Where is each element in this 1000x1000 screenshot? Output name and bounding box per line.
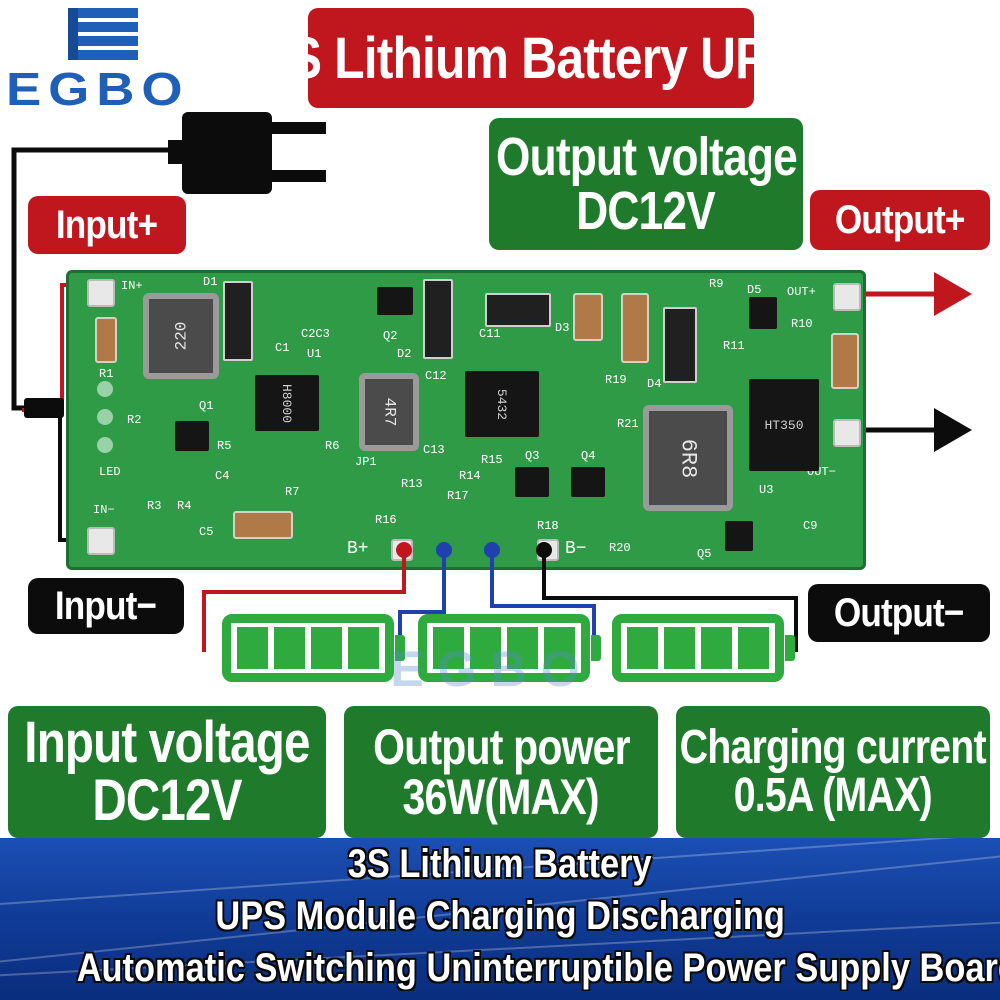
diode-c11 (485, 293, 551, 327)
egbo-logo-mark-icon (68, 8, 138, 60)
capacitor-c0 (95, 317, 117, 363)
spec-charging-current: Charging current 0.5A (MAX) (676, 706, 990, 838)
diode-d4 (663, 307, 697, 383)
transistor-q4 (571, 467, 605, 497)
capacitor-c10 (831, 333, 859, 389)
led-pin (97, 381, 113, 397)
silk-b-plus: B+ (347, 539, 369, 559)
footer-line-2: UPS Module Charging Discharging (215, 894, 785, 938)
silk-in-minus: IN− (93, 503, 115, 517)
diode-d1 (223, 281, 253, 361)
watermark: EGBO (390, 641, 594, 697)
battery-1-icon (222, 614, 405, 682)
pad-out-plus (833, 283, 861, 311)
transistor-q2 (377, 287, 413, 315)
inductor-220: 220 (143, 293, 219, 379)
pad-in-plus (87, 279, 115, 307)
transistor-q3 (515, 467, 549, 497)
silk-led: LED (99, 465, 121, 479)
label-input-minus: Input− (28, 578, 184, 634)
capacitor (621, 293, 649, 363)
spec-input-voltage: Input voltage DC12V (8, 706, 326, 838)
silk-out-plus: OUT+ (787, 285, 816, 299)
capacitor-c5 (233, 511, 293, 539)
inductor-6r8: 6R8 (643, 405, 733, 511)
silk-b-minus: B− (565, 539, 587, 559)
transistor-d5 (749, 297, 777, 329)
label-input-plus: Input+ (28, 196, 186, 254)
transistor-q5 (725, 521, 753, 551)
pad-out-minus (833, 419, 861, 447)
battery-3-icon (612, 614, 795, 682)
spec-output-voltage: Output voltage DC12V (489, 118, 803, 250)
chip-h8000: H8000 (255, 375, 319, 431)
pad-in-minus (87, 527, 115, 555)
silk-in-plus: IN+ (121, 279, 143, 293)
diode-d2 (423, 279, 453, 359)
label-output-plus: Output+ (810, 190, 990, 250)
led-pin (97, 437, 113, 453)
spec-output-power: Output power 36W(MAX) (344, 706, 658, 838)
capacitor (573, 293, 603, 341)
inductor-4r7: 4R7 (359, 373, 419, 451)
transistor-q1 (175, 421, 209, 451)
chip-5432: 5432 (465, 371, 539, 437)
footer-line-3: Automatic Switching Uninterruptible Powe… (76, 946, 1000, 990)
battery-2-icon (418, 614, 601, 682)
power-plug-icon (11, 112, 326, 411)
pcb-board: IN+ IN− OUT+ OUT− B+ B− LED 220 4R7 6R8 … (66, 270, 866, 570)
wire-connector (24, 398, 64, 418)
egbo-logo: EGBO (6, 4, 196, 115)
footer-line-1: 3S Lithium Battery (348, 842, 652, 886)
footer-banner: 3S Lithium Battery UPS Module Charging D… (0, 838, 1000, 1000)
chip-ht350: HT350 (749, 379, 819, 471)
label-output-minus: Output− (808, 584, 990, 642)
battery-wiring (202, 542, 798, 652)
page-title: 3S Lithium Battery UPS (262, 8, 801, 108)
logo-text: EGBO (6, 63, 190, 115)
led-pin (97, 409, 113, 425)
